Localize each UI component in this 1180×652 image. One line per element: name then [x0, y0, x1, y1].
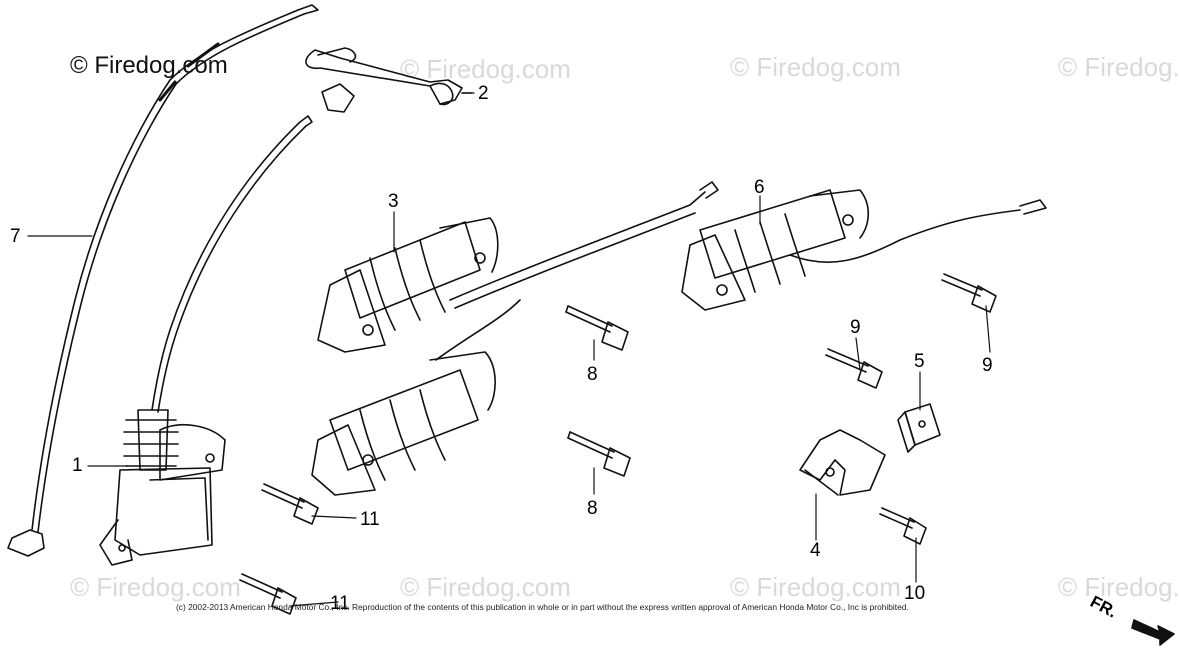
- bolt-9-left: [825, 348, 883, 389]
- watermark: © Firedog.com: [400, 572, 571, 602]
- charge-coil-lower: [311, 299, 521, 496]
- callout-10: 10: [904, 583, 926, 604]
- bolt-10: [879, 507, 927, 545]
- callout-7: 7: [10, 226, 21, 247]
- watermark: © Firedog.com: [400, 54, 571, 84]
- ignition-coil: [99, 115, 313, 566]
- callout-4: 4: [810, 540, 821, 561]
- callout-2: 2: [478, 83, 489, 104]
- stop-switch-wire: [7, 4, 319, 557]
- watermark: © Firedog.com: [730, 52, 901, 82]
- direction-arrow: [1131, 619, 1175, 646]
- callout-9-left: 9: [850, 317, 861, 338]
- callout-11-lower: 11: [330, 593, 350, 614]
- callout-8-upper: 8: [587, 364, 598, 385]
- callout-8-lower: 8: [587, 498, 598, 519]
- watermark: © Firedog.com: [730, 572, 901, 602]
- callout-6: 6: [754, 177, 765, 198]
- clip-5: [897, 403, 941, 453]
- watermark: © Firedog.com: [70, 572, 241, 602]
- bolt-8-lower: [567, 431, 631, 477]
- bracket-4: [799, 429, 886, 496]
- exciter-coil: [681, 189, 1047, 311]
- callout-9-right: 9: [982, 355, 993, 376]
- bolt-8-upper: [565, 305, 629, 351]
- callout-11-upper: 11: [360, 509, 380, 530]
- spark-plug-cap: [305, 47, 473, 113]
- watermark: © Firedog.com: [1058, 572, 1180, 602]
- copyright-notice: (c) 2002-2013 American Honda Motor Co., …: [176, 602, 909, 612]
- bolt-11-upper: [261, 483, 319, 525]
- charge-coil-upper: [317, 181, 719, 353]
- bolt-11-lower: [239, 573, 297, 615]
- callout-1: 1: [72, 455, 83, 476]
- callout-3: 3: [388, 191, 399, 212]
- callout-5: 5: [914, 351, 925, 372]
- leader-lines: [27, 92, 991, 607]
- watermark: © Firedog.com: [1058, 52, 1180, 82]
- bolt-9-right: [941, 273, 997, 313]
